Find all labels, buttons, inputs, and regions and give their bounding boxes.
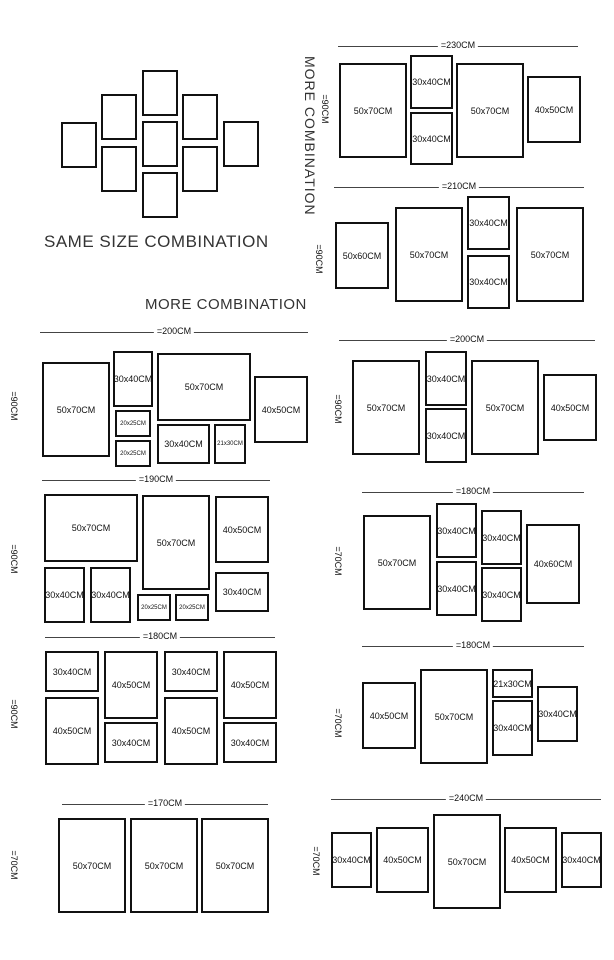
frame: 20x25CM [175,594,209,621]
square-frame [142,70,178,116]
width-dimension: =190CM [42,474,270,484]
frame: 40x60CM [526,524,580,604]
height-dimension: =90CM [9,699,19,729]
frame: 50x70CM [339,63,407,158]
frame: 30x40CM [410,55,453,109]
frame: 30x40CM [537,686,578,742]
frame: 20x25CM [137,594,171,621]
height-dimension: =90CM [9,544,19,574]
frame: 50x70CM [420,669,488,764]
square-frame [101,146,137,192]
width-dimension: =180CM [362,640,584,650]
frame: 50x70CM [456,63,524,158]
height-dimension: =70CM [333,546,343,576]
frame: 50x70CM [395,207,463,302]
frame: 30x40CM [331,832,372,888]
frame: 40x50CM [215,496,269,563]
square-frame [182,146,218,192]
width-dimension: =180CM [362,486,584,496]
frame: 40x50CM [362,682,416,749]
frame: 50x70CM [471,360,539,455]
frame: 21x30CM [214,424,246,464]
frame: 20x25CM [115,410,151,437]
square-frame [101,94,137,140]
frame: 30x40CM [481,510,522,565]
frame: 40x50CM [376,827,429,893]
frame: 30x40CM [215,572,269,612]
frame: 30x40CM [104,722,158,763]
frame: 30x40CM [561,832,602,888]
same-size-heading: SAME SIZE COMBINATION [44,232,269,251]
height-dimension: =90CM [314,244,324,274]
square-frame [142,121,178,167]
width-dimension: =240CM [331,793,601,803]
frame: 30x40CM [44,567,85,623]
frame: 30x40CM [113,351,153,407]
frame: 40x50CM [254,376,308,443]
frame: 50x70CM [363,515,431,610]
frame: 30x40CM [164,651,218,692]
frame: 50x70CM [433,814,501,909]
width-dimension: =200CM [40,326,308,336]
width-dimension: =210CM [334,181,584,191]
frame: 50x70CM [42,362,110,457]
frame: 50x70CM [142,495,210,590]
frame: 40x50CM [543,374,597,441]
more-combination-heading: MORE COMBINATION [145,296,307,313]
square-frame [142,172,178,218]
frame: 30x40CM [90,567,131,623]
height-dimension: =90CM [320,94,330,124]
height-dimension: =90CM [333,394,343,424]
frame: 50x70CM [352,360,420,455]
height-dimension: =70CM [9,850,19,880]
frame: 30x40CM [467,255,510,309]
frame: 20x25CM [115,440,151,467]
frame: 40x50CM [45,697,99,765]
frame: 40x50CM [504,827,557,893]
frame: 50x70CM [201,818,269,913]
frame: 30x40CM [425,351,467,406]
width-dimension: =170CM [62,798,268,808]
frame: 30x40CM [45,651,99,692]
frame: 30x40CM [425,408,467,463]
square-frame [223,121,259,167]
frame: 40x50CM [104,651,158,719]
frame: 30x40CM [467,196,510,250]
frame: 50x70CM [58,818,126,913]
frame: 40x50CM [164,697,218,765]
frame: 30x40CM [436,503,477,558]
frame: 30x40CM [223,722,277,763]
frame: 30x40CM [410,112,453,165]
frame: 21x30CM [492,669,533,698]
frame: 50x60CM [335,222,389,289]
height-dimension: =90CM [9,391,19,421]
more-combination-vertical-heading: MORE COMBINATION [302,56,318,216]
square-frame [182,94,218,140]
width-dimension: =180CM [45,631,275,641]
frame: 30x40CM [436,561,477,616]
frame: 50x70CM [516,207,584,302]
frame: 40x50CM [223,651,277,719]
height-dimension: =70CM [333,708,343,738]
frame: 50x70CM [157,353,251,421]
width-dimension: =230CM [338,40,578,50]
frame: 50x70CM [130,818,198,913]
frame: 50x70CM [44,494,138,562]
frame: 30x40CM [481,567,522,622]
square-frame [61,122,97,168]
frame: 40x50CM [527,76,581,143]
frame: 30x40CM [157,424,210,464]
width-dimension: =200CM [339,334,595,344]
frame: 30x40CM [492,700,533,756]
height-dimension: =70CM [311,846,321,876]
